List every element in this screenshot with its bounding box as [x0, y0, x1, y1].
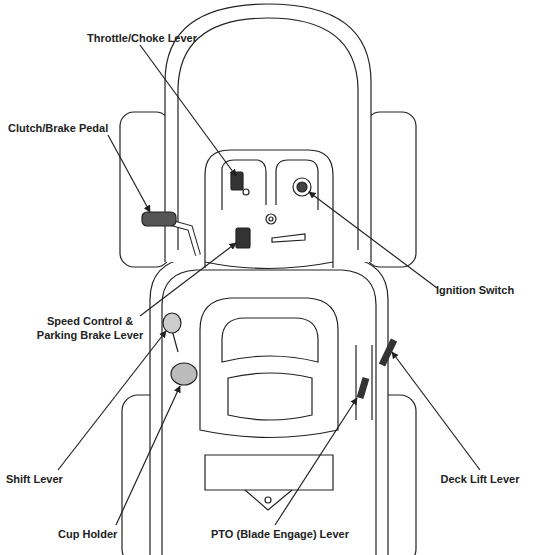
leader-line: [140, 243, 236, 316]
pto-lever: [360, 378, 366, 398]
rear-body: [150, 258, 388, 555]
dash-recess: [222, 160, 266, 210]
part-label: PTO (Blade Engage) Lever: [200, 527, 360, 541]
leader-line: [108, 135, 150, 212]
hitch: [245, 490, 292, 510]
seat-cushion: [228, 373, 312, 420]
leader-line: [309, 192, 437, 288]
front-tire: [366, 112, 416, 267]
throttle-lever: [231, 172, 243, 190]
leader-line: [58, 331, 166, 470]
cup-holder: [171, 363, 197, 385]
slot: [272, 234, 305, 242]
part-label: Shift Lever: [6, 472, 96, 486]
lift-slot: [355, 345, 356, 420]
part-label: Throttle/Choke Lever: [72, 31, 212, 45]
seat: [200, 298, 338, 438]
part-label: Speed Control & Parking Brake Lever: [28, 314, 152, 342]
leader-line: [116, 386, 180, 525]
shift-knob: [163, 313, 181, 333]
leader-line: [392, 352, 480, 470]
clutch-pedal: [142, 212, 176, 226]
dash-recess: [276, 160, 318, 210]
leader-line: [275, 398, 357, 525]
part-label: Ignition Switch: [420, 283, 530, 297]
seat-back: [222, 318, 318, 362]
dash-panel: [205, 150, 333, 268]
speed-lever: [236, 228, 250, 248]
leader-line: [140, 45, 236, 176]
part-label: Cup Holder: [58, 527, 148, 541]
part-label: Deck Lift Lever: [430, 472, 530, 486]
pedal-arm: [168, 222, 198, 255]
front-tire: [120, 112, 170, 267]
fender-line: [162, 270, 376, 555]
ignition-switch: [293, 178, 311, 196]
part-label: Clutch/Brake Pedal: [8, 121, 138, 135]
rear-plate: [205, 455, 333, 490]
